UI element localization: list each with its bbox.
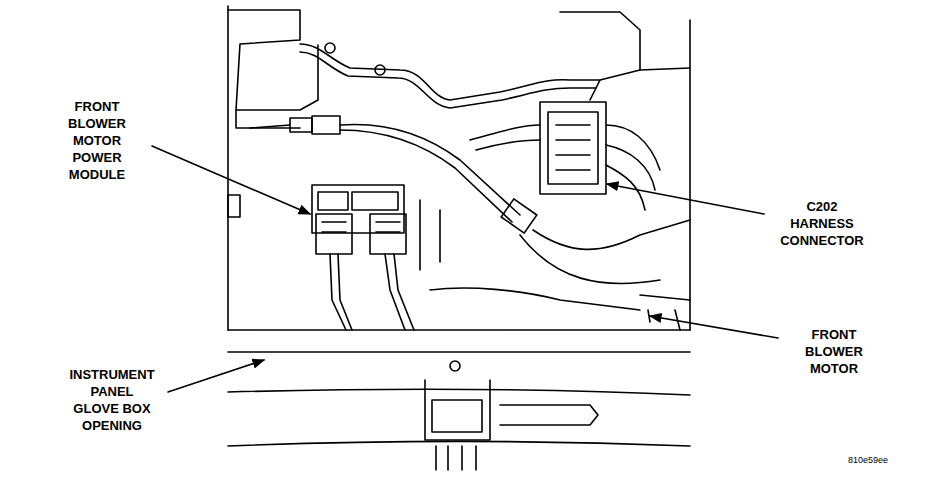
inline-connector: [312, 116, 340, 134]
blower-motor: [640, 295, 690, 330]
leader-arrow: [152, 146, 310, 214]
callout-label: INSTRUMENT PANEL GLOVE BOX OPENING: [69, 366, 154, 434]
upper-bracket: [228, 10, 318, 110]
callout-label: FRONT BLOWER MOTOR: [805, 326, 863, 377]
connector-detail: [556, 125, 590, 170]
frame-line: [689, 20, 691, 330]
pipe: [300, 44, 600, 100]
wire: [470, 125, 660, 210]
panel-edge: [228, 351, 690, 353]
latch-tab: [436, 446, 476, 470]
module-plug: [370, 214, 406, 254]
harness-connector: [548, 112, 598, 184]
module-detail: [352, 192, 398, 210]
latch-screw: [450, 361, 460, 371]
latch-bracket: [425, 380, 490, 440]
fastener: [375, 65, 385, 75]
bracket-line: [420, 200, 440, 270]
wire: [520, 220, 690, 284]
module-detail: [322, 222, 400, 232]
callout-label: C202 HARNESS CONNECTOR: [780, 198, 864, 249]
module-detail: [318, 192, 348, 210]
wire: [430, 288, 640, 310]
fastener: [228, 195, 240, 217]
wire: [330, 254, 414, 330]
frame-line: [227, 6, 229, 330]
leader-arrow: [607, 184, 764, 214]
panel-edge: [228, 329, 690, 331]
inline-connector: [501, 199, 537, 233]
panel-edge: [228, 442, 690, 447]
upper-bracket: [560, 12, 640, 100]
harness-connector: [540, 102, 606, 194]
upper-bracket: [640, 68, 690, 70]
panel-edge: [228, 389, 690, 395]
latch-bracket: [432, 400, 482, 432]
pipe: [300, 52, 596, 108]
wire: [340, 130, 512, 222]
power-module: [312, 185, 404, 233]
figure-id: 810e59ee: [848, 455, 888, 466]
leader-arrow: [168, 360, 264, 392]
latch-detail: [500, 405, 598, 425]
module-plug: [316, 214, 352, 254]
leader-arrow: [650, 316, 778, 338]
callout-label: FRONT BLOWER MOTOR POWER MODULE: [68, 98, 126, 183]
fastener: [325, 43, 335, 53]
inline-connector: [290, 118, 312, 132]
